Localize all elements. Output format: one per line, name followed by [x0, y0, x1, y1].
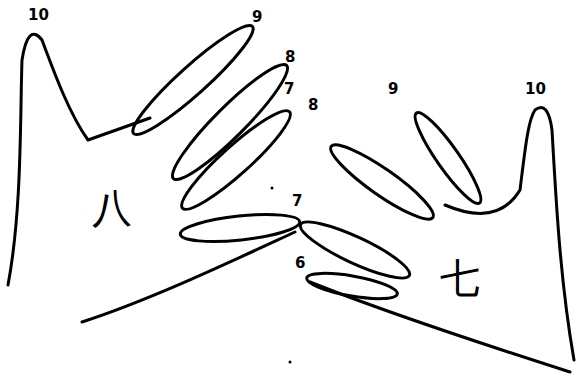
finger-number: 7 [284, 82, 294, 97]
finger-number: 10 [525, 82, 546, 97]
left-ring-finger [173, 101, 299, 218]
finger-number: 10 [28, 8, 49, 23]
finger-number: 7 [292, 194, 302, 209]
finger-number: 9 [252, 10, 262, 25]
right-finger-9 [407, 107, 488, 210]
finger-number: 8 [308, 98, 318, 113]
finger-number: 8 [285, 50, 295, 65]
dot [271, 187, 274, 190]
left-index-finger [124, 16, 262, 144]
right-finger-6 [305, 268, 399, 304]
left-hand-outline [8, 34, 295, 322]
finger-number: 9 [388, 82, 398, 97]
left-middle-finger [163, 55, 297, 189]
dot [289, 361, 292, 364]
palm-character: 七 [440, 258, 480, 298]
palm-character: 八 [92, 188, 132, 228]
finger-number: 6 [295, 256, 305, 271]
right-finger-8 [324, 136, 440, 228]
right-hand-outline [310, 108, 574, 373]
left-little-finger [179, 210, 301, 246]
